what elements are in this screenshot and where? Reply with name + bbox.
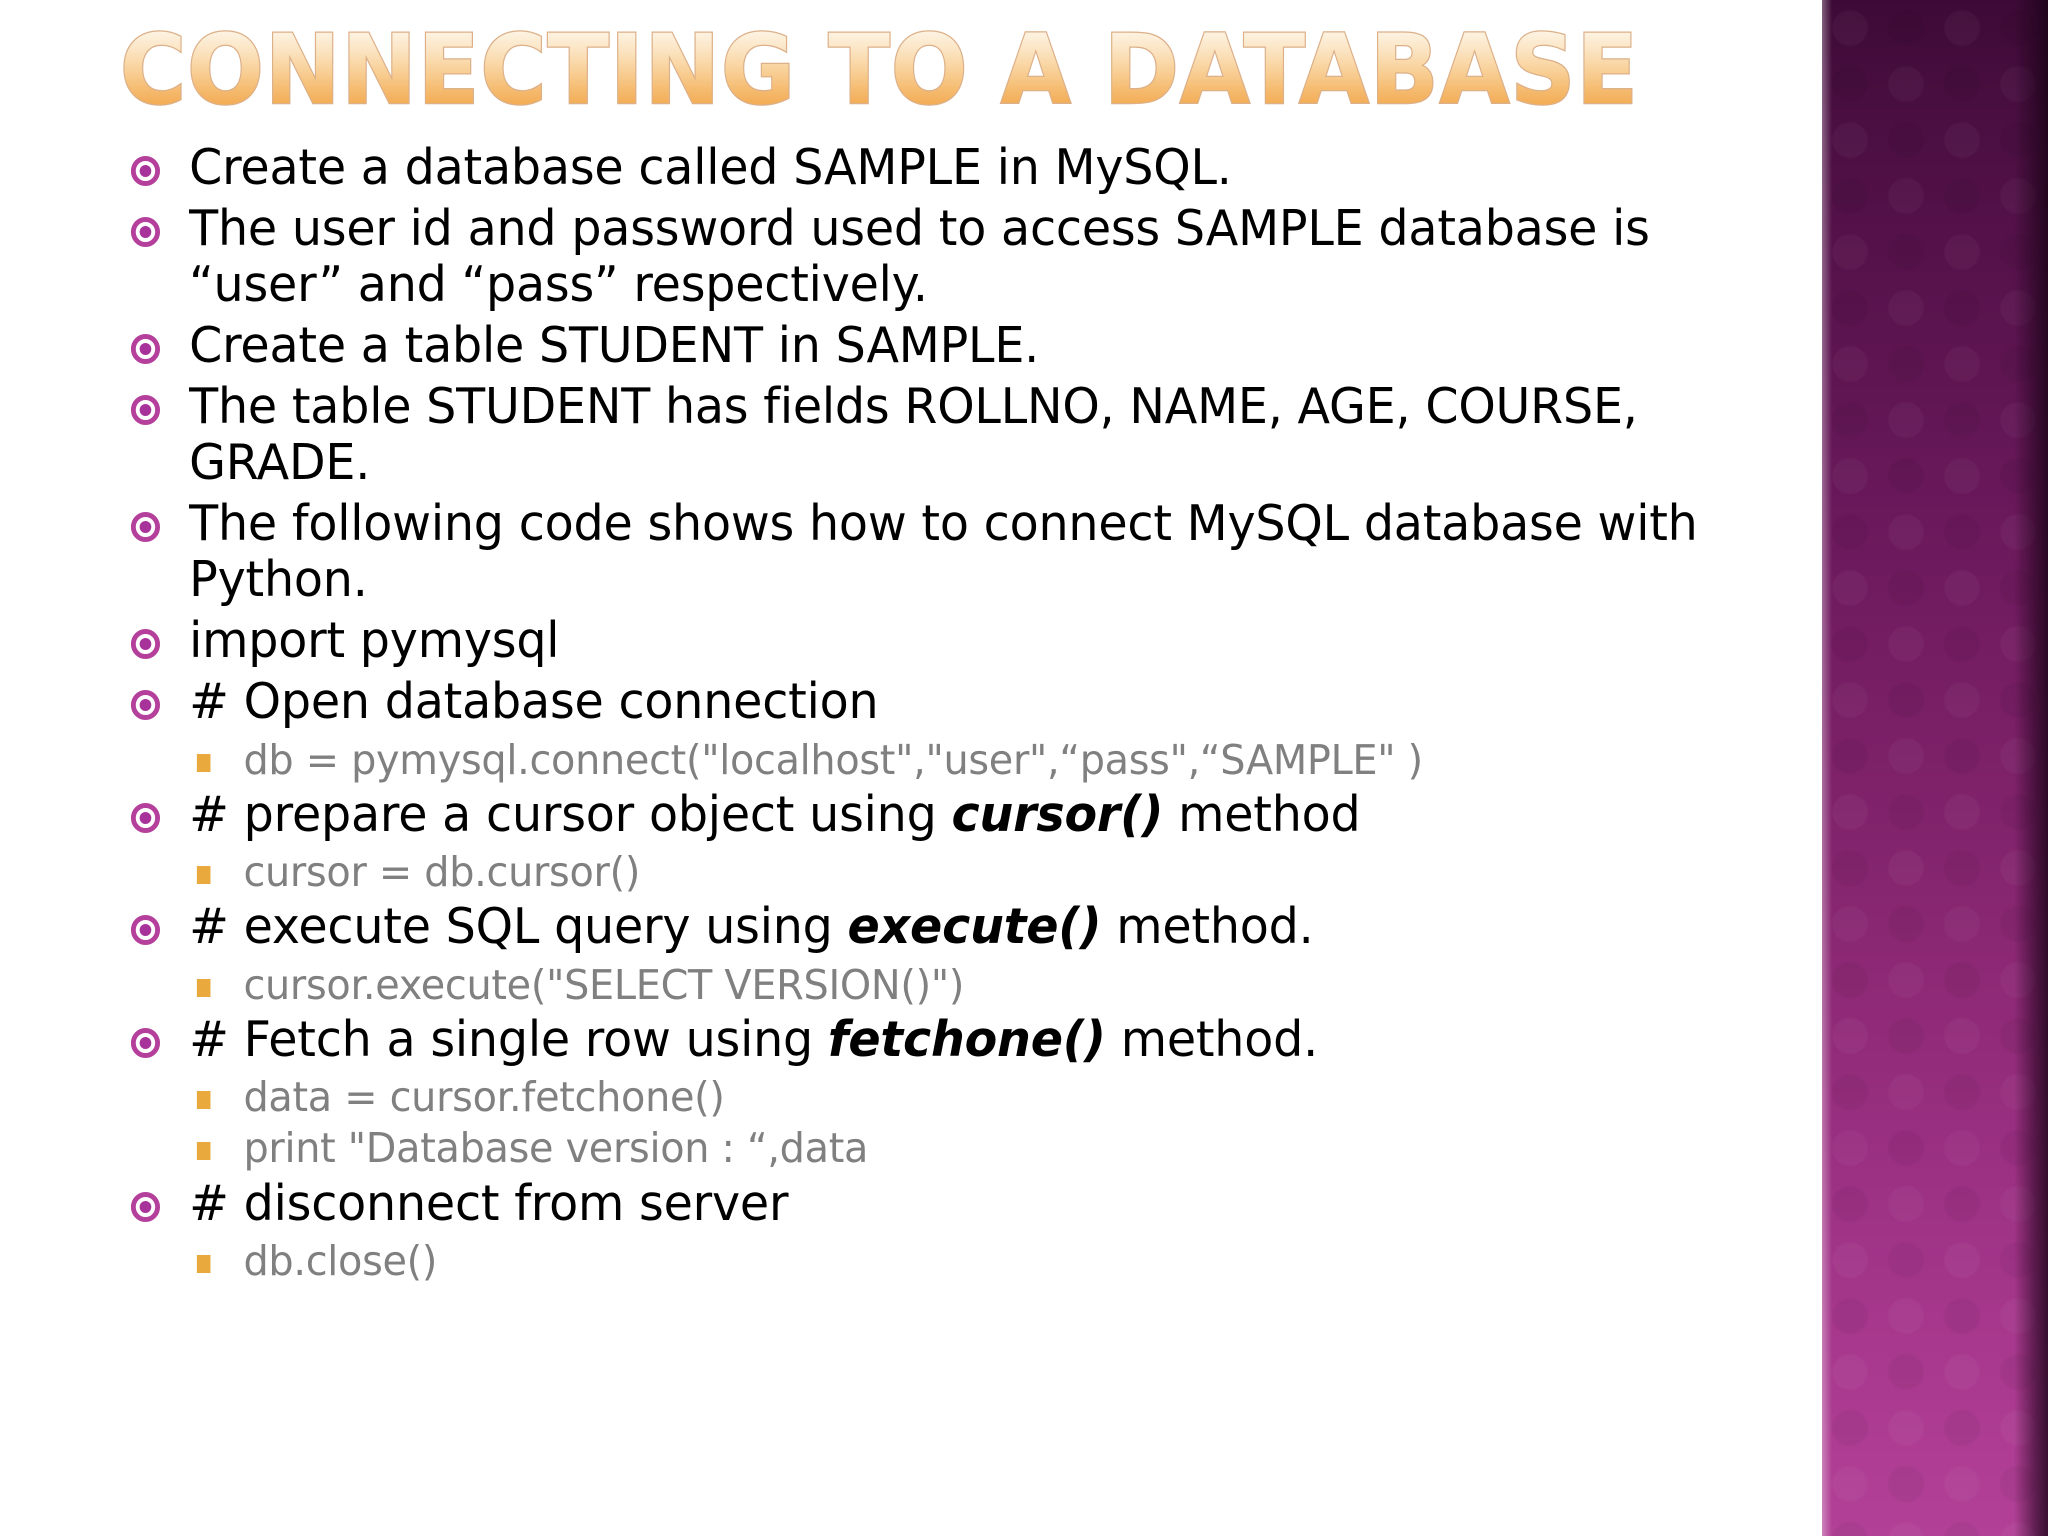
bullet-text: # disconnect from server	[189, 1174, 789, 1232]
code-sub-list: data = cursor.fetchone() print "Database…	[96, 1073, 1796, 1173]
bullet-text: # prepare a cursor object using cursor()…	[189, 785, 1361, 843]
bullet-ring-icon	[130, 512, 161, 543]
bullet-text: The table STUDENT has fields ROLLNO, NAM…	[189, 378, 1638, 491]
bullet-item-level1: Create a database called SAMPLE in MySQL…	[96, 140, 1745, 195]
code-sub-list: cursor = db.cursor()	[96, 848, 1796, 897]
decorative-side-band	[1822, 0, 2048, 1536]
bullet-text: The following code shows how to connect …	[189, 495, 1698, 608]
method-name-emphasis: cursor()	[951, 785, 1164, 843]
bullet-square-icon	[196, 866, 211, 885]
method-name-emphasis: execute()	[847, 898, 1102, 956]
bullet-text: # execute SQL query using execute() meth…	[189, 898, 1314, 956]
bullet-item-level1: The following code shows how to connect …	[96, 496, 1745, 607]
bullet-item-level2: cursor = db.cursor()	[96, 848, 1745, 897]
bullet-item-level1: Create a table STUDENT in SAMPLE.	[96, 318, 1745, 373]
bullet-ring-icon	[130, 802, 161, 833]
bullet-item-level1: # Open database connection	[96, 674, 1745, 729]
code-line-text: cursor.execute("SELECT VERSION()")	[243, 960, 965, 1009]
bullet-item-level1: The table STUDENT has fields ROLLNO, NAM…	[96, 379, 1745, 490]
bullet-ring-icon	[130, 1027, 161, 1058]
bullet-ring-icon	[130, 395, 161, 426]
bullet-square-icon	[196, 978, 211, 997]
code-sub-list: cursor.execute("SELECT VERSION()")	[96, 961, 1796, 1010]
bullet-ring-icon	[130, 217, 161, 248]
bullet-text-suffix: method.	[1101, 898, 1314, 956]
code-line-text: db.close()	[243, 1236, 438, 1285]
bullet-item-level1: # disconnect from server	[96, 1174, 1745, 1232]
bullet-ring-icon	[130, 1191, 161, 1222]
bullet-ring-icon	[130, 915, 161, 946]
bullet-square-icon	[196, 1142, 211, 1161]
bullet-ring-icon	[130, 156, 161, 186]
bullet-text: Create a table STUDENT in SAMPLE.	[189, 317, 1040, 375]
bullet-text: # Fetch a single row using fetchone() me…	[189, 1011, 1318, 1068]
code-sub-list: db.close()	[96, 1237, 1796, 1286]
bullet-text-prefix: # prepare a cursor object using	[189, 785, 952, 843]
bullet-square-icon	[196, 753, 211, 772]
bullet-item-level2: db.close()	[96, 1237, 1745, 1286]
bullet-text: The user id and password used to access …	[189, 200, 1650, 313]
code-line-text: print "Database version : “,data	[243, 1124, 869, 1173]
bullet-item-level1: import pymysql	[96, 613, 1745, 668]
bullet-square-icon	[196, 1091, 211, 1110]
slide-title-container: CONNECTING TO A DATABASE CONNECTING TO A…	[119, 17, 1760, 128]
bullet-ring-icon	[130, 334, 161, 365]
band-right-edge-shadow	[2014, 0, 2048, 1536]
slide-title-outline: CONNECTING TO A DATABASE	[119, 17, 1639, 124]
bullet-text: # Open database connection	[189, 673, 879, 731]
bullet-item-level1: The user id and password used to access …	[96, 201, 1745, 312]
bullet-item-level2: print "Database version : “,data	[96, 1124, 1745, 1173]
slide-body: Create a database called SAMPLE in MySQL…	[96, 140, 1796, 1288]
bullet-item-level1: # prepare a cursor object using cursor()…	[96, 787, 1745, 842]
band-left-seam	[1822, 0, 1832, 1536]
code-line-text: data = cursor.fetchone()	[243, 1073, 725, 1122]
method-name-emphasis: fetchone()	[827, 1010, 1106, 1068]
bullet-list: Create a database called SAMPLE in MySQL…	[96, 140, 1796, 1286]
bullet-item-level1: # Fetch a single row using fetchone() me…	[96, 1012, 1745, 1067]
code-line-text: cursor = db.cursor()	[243, 848, 641, 897]
code-sub-list: db = pymysql.connect("localhost","user",…	[96, 736, 1796, 785]
bullet-item-level2: cursor.execute("SELECT VERSION()")	[96, 961, 1745, 1010]
bullet-text-suffix: method	[1163, 785, 1361, 843]
bullet-text: import pymysql	[189, 611, 560, 669]
bullet-ring-icon	[130, 628, 161, 659]
bullet-item-level2: db = pymysql.connect("localhost","user",…	[96, 736, 1745, 785]
bullet-text-prefix: # Fetch a single row using	[189, 1010, 828, 1068]
page-title: CONNECTING TO A DATABASE	[120, 18, 1662, 122]
bullet-ring-icon	[130, 690, 161, 721]
bullet-text: Create a database called SAMPLE in MySQL…	[189, 139, 1232, 196]
bullet-item-level2: data = cursor.fetchone()	[96, 1073, 1745, 1122]
bullet-square-icon	[196, 1254, 211, 1273]
bullet-text-suffix: method.	[1105, 1010, 1319, 1068]
band-texture-pattern	[1822, 0, 2048, 1536]
code-line-text: db = pymysql.connect("localhost","user",…	[243, 735, 1423, 784]
bullet-text-prefix: # execute SQL query using	[189, 898, 848, 956]
bullet-item-level1: # execute SQL query using execute() meth…	[96, 898, 1745, 956]
